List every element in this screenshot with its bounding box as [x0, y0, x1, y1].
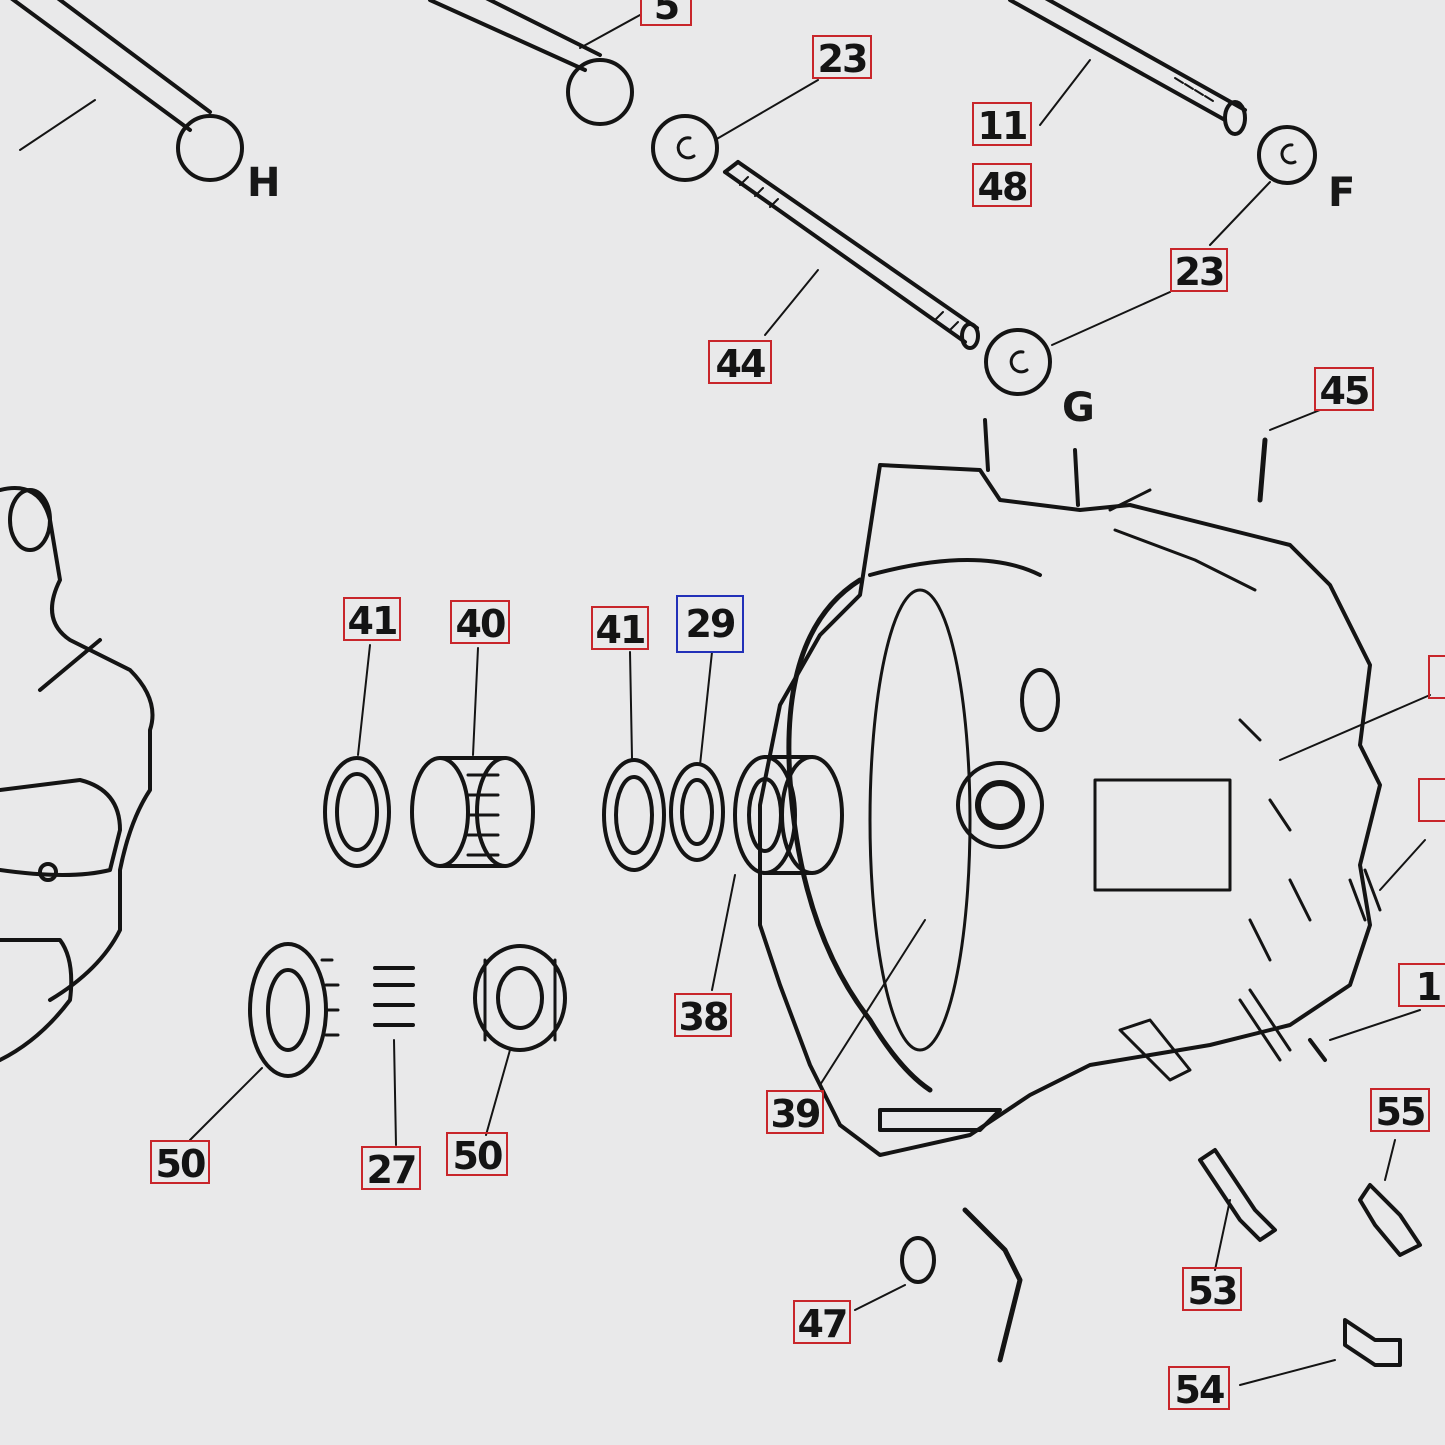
- washer-41a: [323, 644, 391, 868]
- rod-5: [428, 0, 641, 126]
- callout-38[interactable]: 38: [674, 993, 732, 1037]
- stud-11: [1008, 0, 1247, 136]
- cage-50a: [189, 942, 340, 1141]
- callout-27[interactable]: 27: [361, 1146, 421, 1190]
- callout-45[interactable]: 45: [1314, 367, 1374, 411]
- callout-29[interactable]: 29: [676, 595, 744, 653]
- callout-53[interactable]: 53: [1182, 1267, 1242, 1311]
- callout-5[interactable]: 5: [640, 0, 692, 26]
- cage-50b: [473, 944, 567, 1136]
- stud-44: [723, 160, 980, 350]
- callout-48[interactable]: 48: [972, 163, 1032, 207]
- rod-h: [10, 0, 244, 182]
- callout-55[interactable]: 55: [1370, 1088, 1430, 1132]
- screw-55: [1358, 1139, 1422, 1257]
- callout-23-top[interactable]: 23: [812, 35, 872, 79]
- stud-45: [1257, 409, 1321, 503]
- bush-38: [711, 755, 844, 991]
- callout-41-right[interactable]: 41: [591, 606, 649, 650]
- callout-39[interactable]: 39: [766, 1090, 824, 1134]
- callout-54[interactable]: 54: [1168, 1366, 1230, 1410]
- right-leaders: [1279, 694, 1431, 1041]
- clip-47: [854, 1236, 936, 1311]
- callout-right-edge-b[interactable]: [1418, 778, 1445, 822]
- callout-44[interactable]: 44: [708, 340, 772, 384]
- callout-41-left[interactable]: 41: [343, 597, 401, 641]
- screw-54: [1239, 1318, 1402, 1386]
- nut-g: [984, 291, 1171, 396]
- nut-23a: [651, 79, 819, 182]
- callout-40[interactable]: 40: [450, 600, 510, 644]
- callout-11[interactable]: 11: [972, 102, 1032, 146]
- callout-50-right[interactable]: 50: [446, 1132, 508, 1176]
- bearing-40: [410, 647, 535, 868]
- marker-letter-f: F: [1328, 170, 1356, 216]
- washer-41b: [602, 651, 666, 872]
- marker-letter-h: H: [247, 160, 281, 206]
- bolt-53: [1198, 1148, 1277, 1271]
- callout-1[interactable]: 1: [1398, 963, 1445, 1007]
- nut-f: [1209, 125, 1317, 246]
- spring-27: [373, 966, 415, 1146]
- callout-right-edge-a[interactable]: [1428, 655, 1445, 699]
- callout-50-left[interactable]: 50: [150, 1140, 210, 1184]
- lever-wire: [962, 1207, 1023, 1363]
- seal-29: [669, 651, 725, 862]
- callout-47[interactable]: 47: [793, 1300, 851, 1344]
- left-housing: [0, 486, 155, 1062]
- crankcase-39: [758, 418, 1382, 1157]
- callout-23-right[interactable]: 23: [1170, 248, 1228, 292]
- marker-letter-g: G: [1062, 385, 1095, 431]
